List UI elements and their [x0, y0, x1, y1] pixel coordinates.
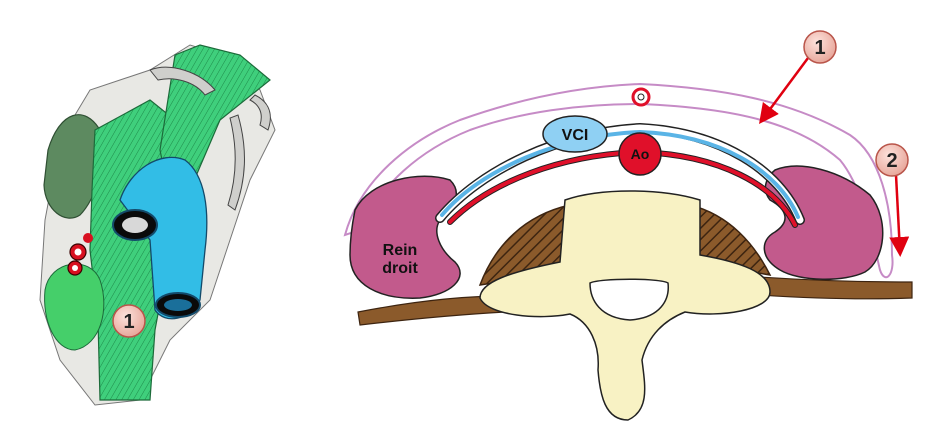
badge-left-1: 1 — [112, 304, 146, 338]
svg-text:VCI: VCI — [562, 127, 589, 144]
svg-text:2: 2 — [886, 150, 897, 172]
svg-text:1: 1 — [814, 37, 825, 59]
aorta-vessel: Ao — [618, 132, 662, 176]
vessel-red-3 — [83, 233, 93, 243]
left-anatomy-illustration: 1 — [39, 44, 276, 406]
rib-grey-1 — [149, 66, 216, 96]
rib-grey-2 — [227, 114, 245, 211]
kidney-label-line1: Rein — [383, 242, 418, 259]
renal-vein-arc — [440, 129, 800, 219]
svg-text:Ao: Ao — [631, 146, 650, 162]
renal-fascia — [343, 82, 894, 279]
kidney-label-line2: droit — [382, 260, 418, 277]
muscle-band-right — [744, 275, 913, 300]
vertebral-canal — [589, 278, 669, 321]
svg-text:1: 1 — [123, 311, 134, 333]
kidney-right — [349, 175, 461, 299]
kidney-left — [763, 165, 884, 280]
right-cross-section: VCI Ao Rein droit 1 2 — [343, 30, 913, 421]
badge-right-1: 1 — [803, 30, 837, 64]
vci-vessel: VCI — [542, 115, 608, 153]
small-ring — [631, 87, 651, 107]
vessel-blue-tube — [119, 156, 208, 320]
arrow-2 — [889, 174, 910, 257]
arrow-1 — [759, 57, 810, 125]
badge-right-2: 2 — [875, 143, 909, 177]
rib-grey-3 — [249, 94, 271, 131]
